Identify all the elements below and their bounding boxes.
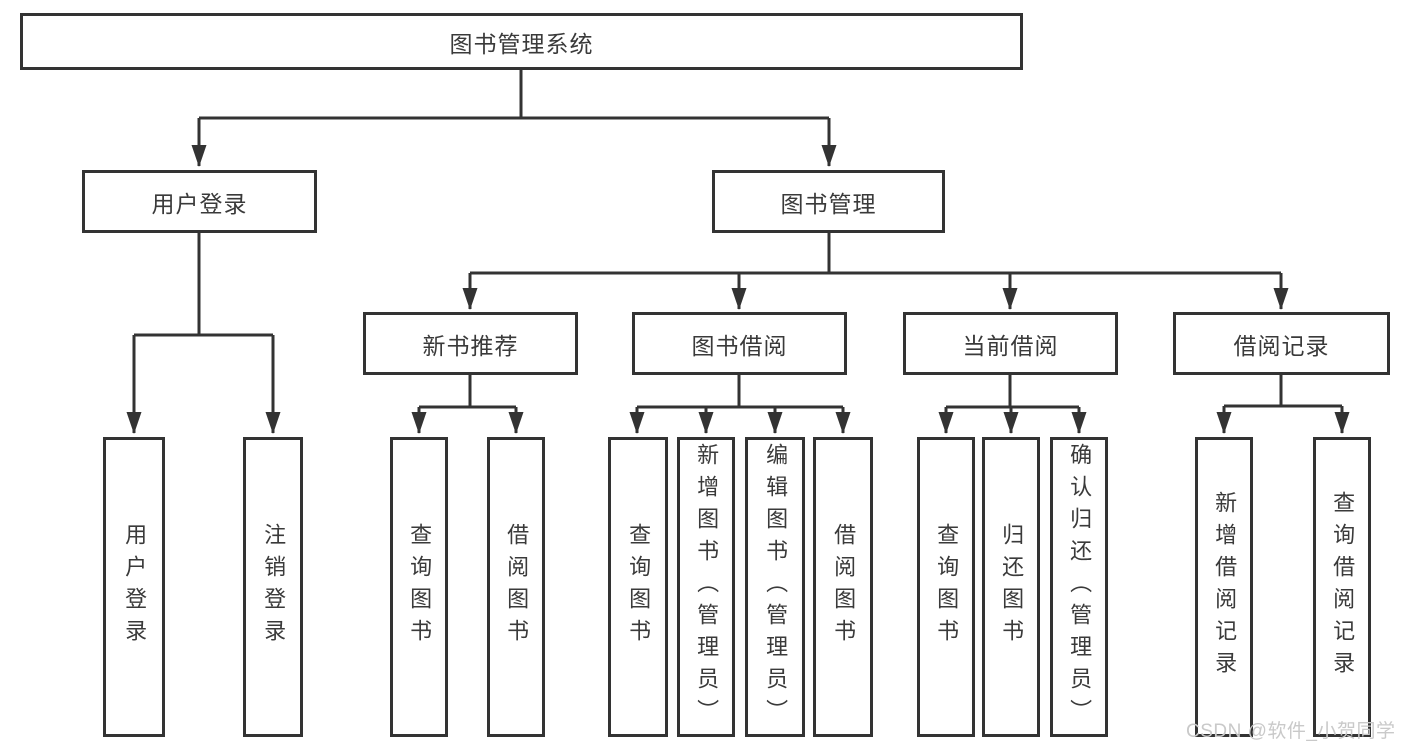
- node-borrow-records-label: 借阅记录: [1233, 332, 1330, 359]
- leaf-borrow-books-borrow: 借阅图书: [813, 437, 873, 737]
- leaf-query-books-borrow-label: 查询图书: [626, 523, 652, 651]
- node-book-borrow-label: 图书借阅: [691, 332, 788, 359]
- node-current-borrow-label: 当前借阅: [962, 332, 1059, 359]
- leaf-confirm-return-admin: 确认归还（管理员）: [1050, 437, 1108, 737]
- leaf-return-books-label: 归还图书: [999, 523, 1025, 651]
- node-new-book-recommend: 新书推荐: [363, 312, 578, 375]
- leaf-borrow-books-borrow-label: 借阅图书: [831, 523, 857, 651]
- leaf-query-books-current: 查询图书: [917, 437, 975, 737]
- leaf-add-borrow-record-label: 新增借阅记录: [1212, 491, 1238, 683]
- node-current-borrow: 当前借阅: [903, 312, 1118, 375]
- node-book-management: 图书管理: [712, 170, 945, 233]
- leaf-borrow-books-recommend: 借阅图书: [487, 437, 545, 737]
- leaf-query-books-recommend-label: 查询图书: [407, 523, 433, 651]
- leaf-user-login: 用户登录: [103, 437, 165, 737]
- leaf-add-books-admin-label: 新增图书（管理员）: [694, 443, 720, 731]
- leaf-confirm-return-admin-label: 确认归还（管理员）: [1067, 443, 1093, 731]
- leaf-logout-login-label: 注销登录: [261, 523, 287, 651]
- node-book-management-label: 图书管理: [780, 190, 877, 217]
- leaf-add-books-admin: 新增图书（管理员）: [677, 437, 735, 737]
- root-node-library-system: 图书管理系统: [20, 13, 1023, 70]
- leaf-edit-books-admin-label: 编辑图书（管理员）: [763, 443, 789, 731]
- node-user-login-label: 用户登录: [151, 190, 248, 217]
- csdn-watermark: CSDN @软件_小贺同学: [1186, 721, 1396, 742]
- leaf-query-borrow-record-label: 查询借阅记录: [1330, 491, 1356, 683]
- leaf-add-borrow-record: 新增借阅记录: [1195, 437, 1253, 737]
- leaf-user-login-label: 用户登录: [122, 523, 148, 651]
- leaf-query-books-borrow: 查询图书: [608, 437, 668, 737]
- leaf-borrow-books-recommend-label: 借阅图书: [504, 523, 530, 651]
- leaf-edit-books-admin: 编辑图书（管理员）: [745, 437, 805, 737]
- node-new-book-recommend-label: 新书推荐: [422, 332, 519, 359]
- node-book-borrow: 图书借阅: [632, 312, 847, 375]
- leaf-query-borrow-record: 查询借阅记录: [1313, 437, 1371, 737]
- node-borrow-records: 借阅记录: [1173, 312, 1390, 375]
- leaf-logout-login: 注销登录: [243, 437, 303, 737]
- leaf-query-books-recommend: 查询图书: [390, 437, 448, 737]
- leaf-return-books: 归还图书: [982, 437, 1040, 737]
- root-node-label: 图书管理系统: [449, 30, 594, 57]
- leaf-query-books-current-label: 查询图书: [934, 523, 960, 651]
- node-user-login: 用户登录: [82, 170, 317, 233]
